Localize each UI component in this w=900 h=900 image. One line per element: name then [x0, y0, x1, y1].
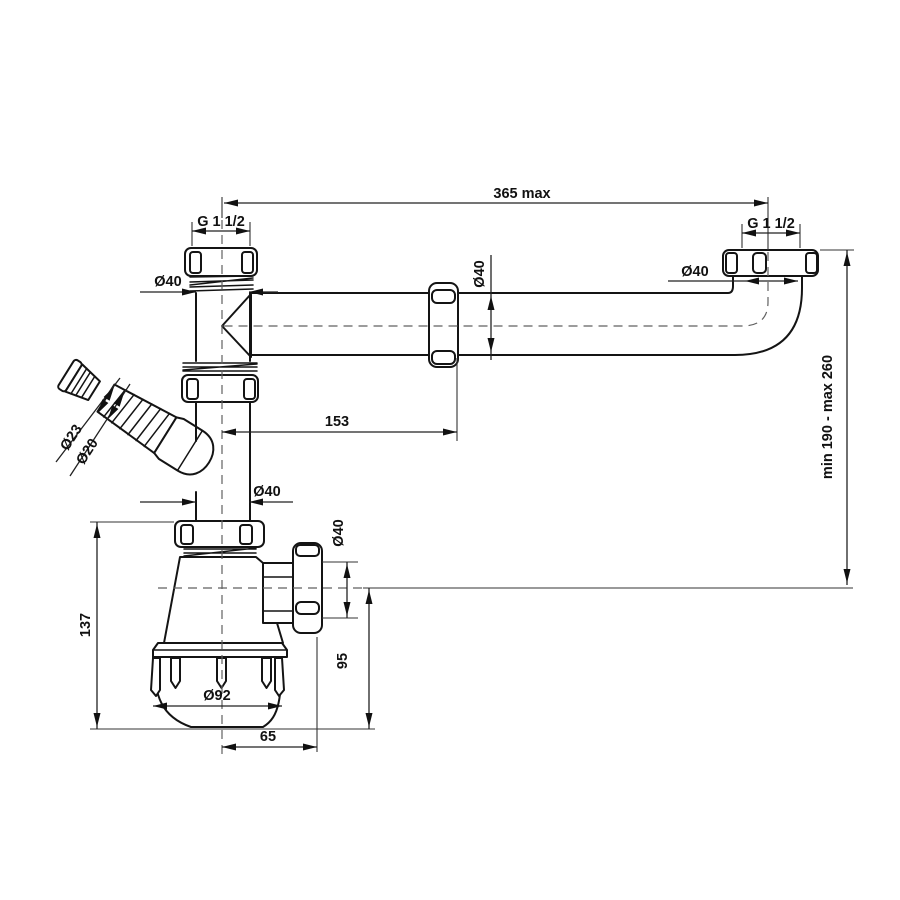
dim-pipe-diameter-right: Ø40 — [668, 264, 798, 285]
dim-inlet-diameter-left: Ø40 — [140, 274, 278, 296]
dim-outlet-offset: 65 — [222, 637, 318, 752]
dim-height-range: min 190 - max 260 — [363, 249, 854, 589]
dim-trap-height-label: 137 — [78, 613, 94, 637]
cup-lug-right — [274, 657, 285, 697]
dimension-lines: 365 max G 1 1/2 G 1 1/2 Ø40 Ø40 — [55, 186, 854, 752]
centerlines — [158, 197, 769, 757]
trap-body — [150, 542, 323, 728]
dim-outlet-diameter: Ø40 — [322, 519, 358, 619]
outlet-socket — [262, 562, 295, 624]
dim-cup-diameter: Ø92 — [153, 688, 282, 710]
dim-overall-max: 365 max — [224, 186, 768, 207]
top-left-nut — [184, 247, 258, 277]
top-right-nut — [722, 249, 819, 277]
dim-trap-height: 137 — [78, 521, 375, 730]
inlet-nose — [153, 416, 215, 476]
dim-branch-offset-label: 153 — [325, 414, 349, 430]
dim-inlet-left-label: Ø40 — [154, 274, 181, 290]
dim-thread-right-label: G 1 1/2 — [747, 216, 795, 232]
pipe-outlines — [195, 274, 803, 521]
cup-rib — [261, 657, 272, 689]
cup-lug-left — [150, 657, 161, 697]
dim-tailpipe-diameter: Ø40 — [140, 484, 293, 506]
branch-nut — [181, 374, 259, 403]
cup-rib — [170, 657, 181, 689]
dim-height-range-label: min 190 - max 260 — [820, 355, 836, 479]
dim-pipe-right-label: Ø40 — [681, 264, 708, 280]
dim-cup-diameter-label: Ø92 — [203, 688, 230, 704]
dim-thread-left-label: G 1 1/2 — [197, 214, 245, 230]
dim-outlet-center-height: 95 — [335, 588, 373, 729]
dim-outlet-diameter-label: Ø40 — [331, 519, 347, 546]
pipe-fills — [183, 275, 802, 557]
dim-outlet-offset-label: 65 — [260, 729, 276, 745]
dim-pipe-diameter-mid: Ø40 — [472, 255, 495, 360]
dim-branch-offset: 153 — [222, 358, 458, 441]
union-nuts — [174, 247, 819, 548]
dim-thread-right: G 1 1/2 — [741, 216, 801, 248]
dim-pipe-mid-label: Ø40 — [472, 260, 488, 287]
inlet-cap-body — [64, 363, 101, 402]
dim-tailpipe-label: Ø40 — [253, 484, 280, 500]
mid-pipe-nut — [428, 282, 459, 368]
dim-thread-left: G 1 1/2 — [191, 214, 251, 246]
dim-overall-max-label: 365 max — [493, 186, 550, 202]
dim-outlet-center-height-label: 95 — [335, 653, 351, 669]
outlet-nut — [292, 542, 323, 634]
trap-top-nut — [174, 520, 265, 548]
